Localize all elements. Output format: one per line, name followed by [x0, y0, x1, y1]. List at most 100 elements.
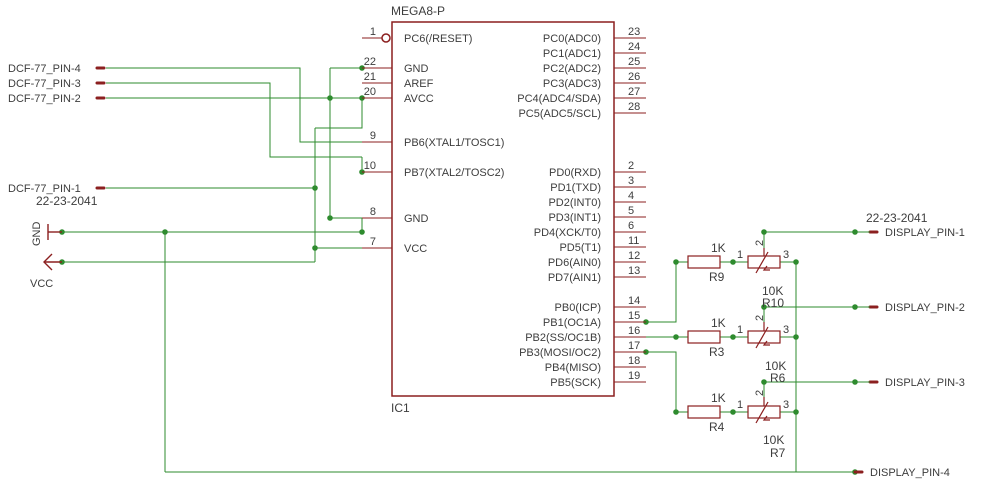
ic-pin-number: 26 — [628, 71, 640, 83]
ic-pin-name: PC4(ADC4/SDA) — [517, 93, 601, 105]
ic-pin-name: PB0(ICP) — [555, 302, 601, 314]
display-connector: 22-23-2041 DISPLAY_PIN-1 DISPLAY_PIN-2 D… — [853, 211, 965, 479]
ic-body — [391, 21, 615, 397]
ic-pin-name: PC1(ADC1) — [543, 48, 601, 60]
ic-pin-number: 14 — [628, 295, 640, 307]
net-wires — [62, 67, 855, 473]
resistor-r4: 1K R4 — [687, 391, 726, 434]
display-pin-4-label: DISPLAY_PIN-4 — [870, 467, 950, 479]
ic1-mega8: MEGA8-P IC1 1PC6(/RESET)22GND21AREF20AVC… — [362, 4, 646, 415]
r3-value: 1K — [711, 316, 726, 330]
ic-pin-name: GND — [404, 63, 429, 75]
ic-pin-number: 20 — [364, 86, 376, 98]
ic-pin-name: PC0(ADC0) — [543, 33, 601, 45]
ic-left-pins: 1PC6(/RESET)22GND21AREF20AVCC9PB6(XTAL1/… — [362, 26, 504, 255]
dcf-connector-part: 22-23-2041 — [36, 194, 98, 208]
ic-pin-name: PB5(SCK) — [550, 377, 601, 389]
dcf-pin-1-label: DCF-77_PIN-1 — [8, 183, 81, 195]
r3-ref: R3 — [709, 345, 725, 359]
ic-pin-name: PB2(SS/OC1B) — [525, 332, 601, 344]
ic-pin-name: PD1(TXD) — [550, 182, 601, 194]
vcc-symbol: VCC — [30, 253, 62, 290]
dcf-connector: DCF-77_PIN-4 DCF-77_PIN-3 DCF-77_PIN-2 D… — [8, 63, 106, 208]
ic-ref: IC1 — [391, 401, 410, 415]
r10-pin-2: 2 — [754, 240, 766, 246]
resistor-r9: 1K R9 — [687, 241, 726, 284]
ic-pin-number: 22 — [364, 56, 376, 68]
trimmer-r7: 1 2 3 10K R7 — [737, 390, 789, 460]
ic-pin-name: PD4(XCK/T0) — [534, 227, 601, 239]
r7-ref: R7 — [770, 446, 786, 460]
ic-pin-name: PB4(MISO) — [545, 362, 601, 374]
junction-dots — [59, 65, 858, 475]
ic-pin-number: 28 — [628, 101, 640, 113]
ic-pin-name: VCC — [404, 243, 427, 255]
ic-pin-number: 6 — [628, 220, 634, 232]
ic-pin-name: PB1(OC1A) — [543, 317, 601, 329]
ic-pin-number: 1 — [370, 26, 376, 38]
r4-value: 1K — [711, 391, 726, 405]
r7-pin-2: 2 — [754, 390, 766, 396]
ic-pin-number: 19 — [628, 370, 640, 382]
ic-pin-name: PD5(T1) — [559, 242, 601, 254]
r9-value: 1K — [711, 241, 726, 255]
r4-ref: R4 — [709, 420, 725, 434]
ic-part-name: MEGA8-P — [391, 4, 445, 18]
ic-pin-number: 15 — [628, 310, 640, 322]
ic-pin-name: PD6(AIN0) — [548, 257, 601, 269]
r6-ref: R6 — [770, 371, 786, 385]
ic-pin-number: 27 — [628, 86, 640, 98]
ic-pin-number: 9 — [370, 130, 376, 142]
ic-pin-name: PD3(INT1) — [548, 212, 601, 224]
r9-ref: R9 — [709, 270, 725, 284]
r10-value: 10K — [762, 284, 783, 298]
ic-pin-number: 4 — [628, 190, 634, 202]
ic-pin-name: PD7(AIN1) — [548, 272, 601, 284]
ic-pin-number: 24 — [628, 41, 640, 53]
gnd-symbol: GND — [31, 222, 62, 247]
resistor-r3: 1K R3 — [687, 316, 726, 359]
display-connector-part: 22-23-2041 — [866, 211, 928, 225]
ic-pin-number: 7 — [370, 236, 376, 248]
gnd-label: GND — [31, 222, 43, 247]
ic-pin-name: PD2(INT0) — [548, 197, 601, 209]
ic-pin-number: 8 — [370, 206, 376, 218]
ic-pin-number: 10 — [364, 160, 376, 172]
ic-pin-name: PB3(MOSI/OC2) — [519, 347, 601, 359]
reset-inversion-bubble — [381, 33, 391, 43]
r10-pin-3: 3 — [783, 249, 789, 261]
ic-pin-number: 11 — [628, 235, 639, 247]
ic-pin-name: AREF — [404, 78, 434, 90]
ic-pin-number: 23 — [628, 26, 640, 38]
display-pin-2-label: DISPLAY_PIN-2 — [885, 302, 965, 314]
r7-value: 10K — [763, 433, 784, 447]
ic-pin-number: 13 — [628, 265, 640, 277]
ic-pin-number: 16 — [628, 325, 640, 337]
dcf-pin-2-label: DCF-77_PIN-2 — [8, 93, 81, 105]
ic-pin-number: 2 — [628, 160, 634, 172]
r6-value: 10K — [765, 359, 786, 373]
r6-pin-3: 3 — [783, 324, 789, 336]
ic-pin-number: 5 — [628, 205, 634, 217]
ic-pin-number: 17 — [628, 340, 640, 352]
display-pin-1-label: DISPLAY_PIN-1 — [885, 227, 965, 239]
ic-pin-number: 3 — [628, 175, 634, 187]
ic-pin-name: PB6(XTAL1/TOSC1) — [404, 137, 504, 149]
r10-pin-1: 1 — [737, 249, 743, 261]
dcf-pin-4-label: DCF-77_PIN-4 — [8, 63, 81, 75]
dcf-pin-3-label: DCF-77_PIN-3 — [8, 78, 81, 90]
r6-pin-1: 1 — [737, 324, 743, 336]
ic-pin-number: 12 — [628, 250, 640, 262]
ic-pin-number: 21 — [364, 71, 376, 83]
trimmer-r6: 1 2 3 10K R6 — [737, 315, 789, 385]
ic-pin-name: PC3(ADC3) — [543, 78, 601, 90]
ic-pin-name: PC5(ADC5/SCL) — [518, 108, 601, 120]
ic-pin-name: PB7(XTAL2/TOSC2) — [404, 167, 504, 179]
ic-pin-number: 18 — [628, 355, 640, 367]
ic-pin-name: GND — [404, 213, 429, 225]
r10-ref: R10 — [762, 296, 784, 310]
trimmer-r10: 1 2 3 10K R10 — [737, 240, 789, 310]
ic-pin-name: PC2(ADC2) — [543, 63, 601, 75]
